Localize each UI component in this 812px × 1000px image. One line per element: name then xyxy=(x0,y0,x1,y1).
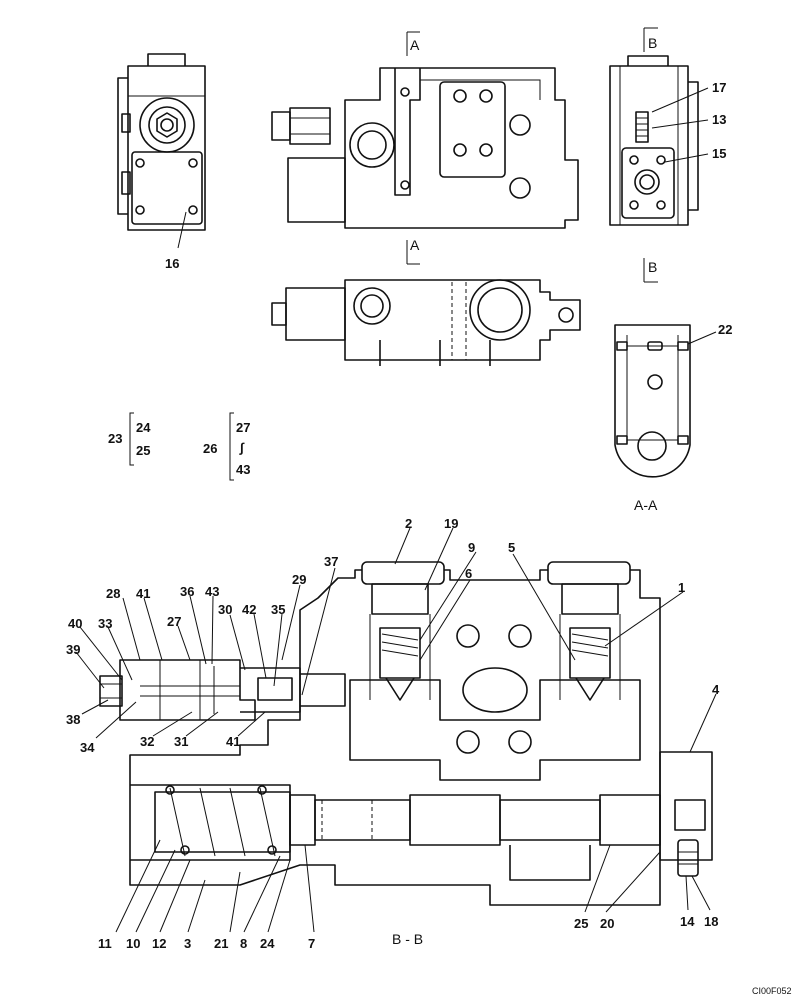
group-23: 23 24 25 xyxy=(108,412,151,466)
callout-24: 24 xyxy=(260,936,275,951)
callout-35: 35 xyxy=(271,602,285,617)
callout-3: 3 xyxy=(184,936,191,951)
callout-8: 8 xyxy=(240,936,247,951)
group-26-item-27: 27 xyxy=(236,420,250,435)
callout-32: 32 xyxy=(140,734,154,749)
callout-15: 15 xyxy=(712,146,726,161)
section-aa-view xyxy=(614,324,691,478)
callout-39: 39 xyxy=(66,642,80,657)
group-26-item-range: ∫ xyxy=(239,440,245,455)
callout-12: 12 xyxy=(152,936,166,951)
callout-10: 10 xyxy=(126,936,140,951)
bb-leader-lines xyxy=(75,527,717,933)
callout-11: 11 xyxy=(98,936,112,951)
callout-33: 33 xyxy=(98,616,112,631)
section-bb-view xyxy=(99,561,713,906)
callout-37: 37 xyxy=(324,554,338,569)
callout-31: 31 xyxy=(174,734,188,749)
section-marker-a-top: A xyxy=(410,37,420,53)
top-plan-view xyxy=(271,279,581,366)
section-title-aa: A-A xyxy=(634,497,658,513)
callout-36: 36 xyxy=(180,584,194,599)
group-23-item-24: 24 xyxy=(136,420,151,435)
group-26-label: 26 xyxy=(203,441,217,456)
callout-22: 22 xyxy=(718,322,732,337)
group-26: 26 27 ∫ 43 xyxy=(203,412,250,481)
callout-16: 16 xyxy=(165,256,179,271)
top-front-view xyxy=(271,67,579,229)
callout-38: 38 xyxy=(66,712,80,727)
callout-43: 43 xyxy=(205,584,219,599)
callout-19: 19 xyxy=(444,516,458,531)
callout-1: 1 xyxy=(678,580,685,595)
group-23-label: 23 xyxy=(108,431,122,446)
callout-27: 27 xyxy=(167,614,181,629)
callout-6: 6 xyxy=(465,566,472,581)
section-marker-a-bottom: A xyxy=(410,237,420,253)
callout-17: 17 xyxy=(712,80,726,95)
callout-29: 29 xyxy=(292,572,306,587)
left-side-view xyxy=(117,53,206,231)
callout-5: 5 xyxy=(508,540,515,555)
right-side-view xyxy=(609,55,699,226)
callout-30: 30 xyxy=(218,602,232,617)
callout-13: 13 xyxy=(712,112,726,127)
callout-9: 9 xyxy=(468,540,475,555)
section-marker-b-top: B xyxy=(648,35,657,51)
callout-4: 4 xyxy=(712,682,720,697)
group-26-item-43: 43 xyxy=(236,462,250,477)
callout-40: 40 xyxy=(68,616,82,631)
callout-2: 2 xyxy=(405,516,412,531)
section-title-bb: B - B xyxy=(392,931,423,947)
callout-20: 20 xyxy=(600,916,614,931)
callout-25: 25 xyxy=(574,916,588,931)
callout-28: 28 xyxy=(106,586,120,601)
callout-21: 21 xyxy=(214,936,228,951)
section-marker-b-bottom: B xyxy=(648,259,657,275)
callout-7: 7 xyxy=(308,936,315,951)
drawing-code: CI00F052 xyxy=(752,986,792,996)
callout-14: 14 xyxy=(680,914,695,929)
callout-41-top: 41 xyxy=(136,586,150,601)
callout-18: 18 xyxy=(704,914,718,929)
group-23-item-25: 25 xyxy=(136,443,150,458)
callout-41-bottom: 41 xyxy=(226,734,240,749)
callout-42: 42 xyxy=(242,602,256,617)
callout-34: 34 xyxy=(80,740,95,755)
